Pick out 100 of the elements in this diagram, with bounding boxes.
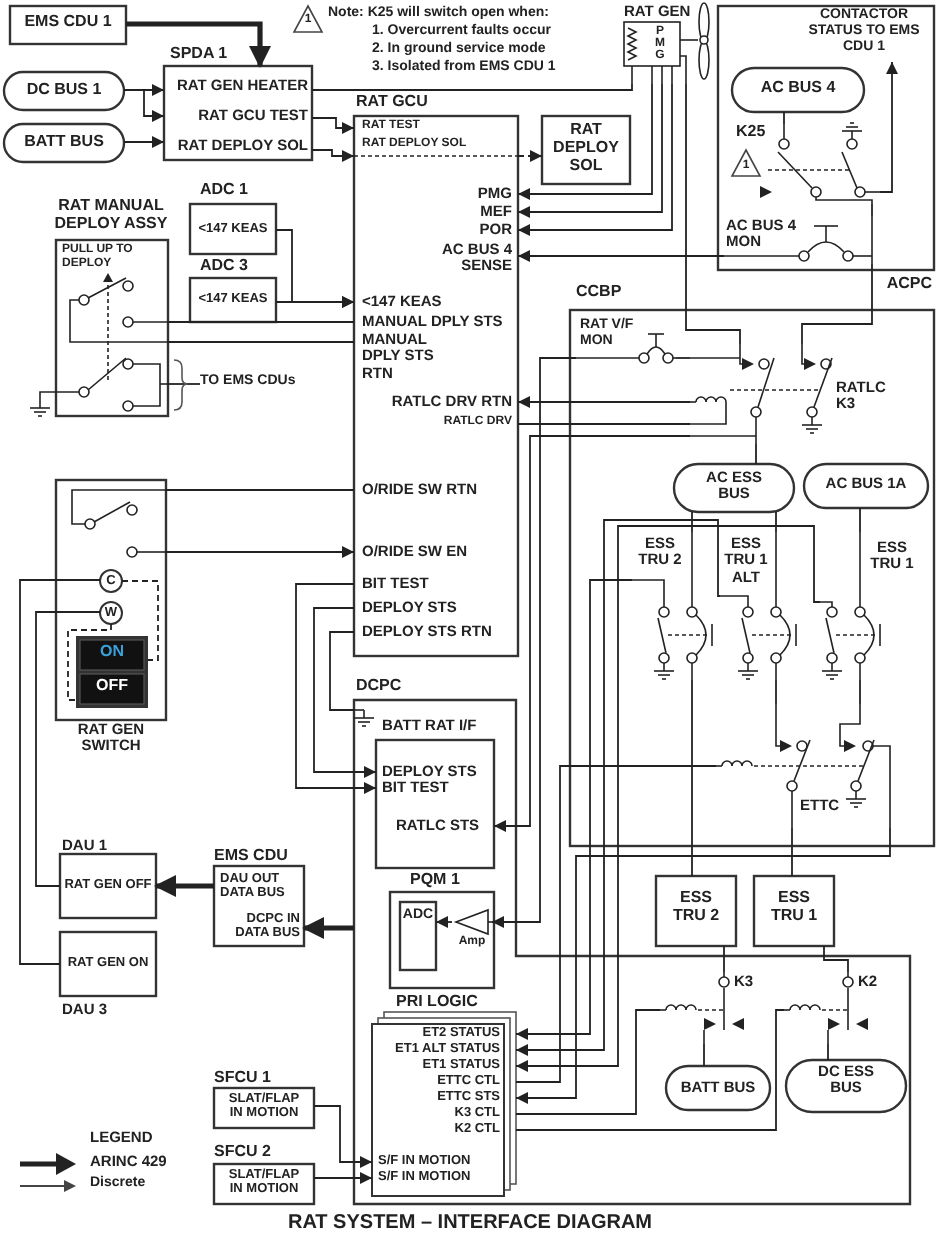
unit-title: RAT GCU xyxy=(356,94,430,112)
unit-box xyxy=(214,1070,314,1128)
wire xyxy=(775,679,777,705)
switch-panel xyxy=(56,480,166,756)
indicator-panel xyxy=(76,636,148,708)
wire xyxy=(871,203,873,217)
wire xyxy=(517,423,691,425)
signal-label: OFF xyxy=(94,678,130,696)
signal-arrow xyxy=(123,136,165,148)
diagram-title: RAT SYSTEM – INTERFACE DIAGRAM xyxy=(285,1212,655,1235)
wire xyxy=(19,579,101,965)
circuit-breaker-symbol xyxy=(820,532,920,680)
signal-arrow xyxy=(275,296,355,308)
wire xyxy=(703,1043,705,1067)
signal-arrow xyxy=(123,89,165,122)
unit-title: SPDA 1 xyxy=(170,46,230,64)
bus-label: AC BUS 4 xyxy=(758,80,838,98)
wire xyxy=(823,945,849,973)
wire xyxy=(827,1043,829,1061)
unit-title: PRI LOGIC xyxy=(396,994,480,1012)
data-bus-arrow xyxy=(126,21,271,68)
wire xyxy=(791,827,793,877)
unit-box xyxy=(754,876,834,946)
unit-box xyxy=(542,116,630,184)
signal-arrow xyxy=(165,546,355,558)
signal-arrow xyxy=(311,149,355,162)
bus-terminal xyxy=(4,124,124,162)
unit-title: CCBP xyxy=(576,284,624,302)
unit-title: EMS CDU xyxy=(214,848,290,866)
wire xyxy=(515,1009,785,1131)
bus-terminal xyxy=(786,1060,906,1112)
signal-arrow xyxy=(295,583,377,794)
unit-box xyxy=(60,932,156,1020)
unit-box xyxy=(656,876,736,946)
signal-arrow xyxy=(515,579,633,1040)
unit-box xyxy=(10,6,126,44)
wire xyxy=(755,443,757,465)
wire xyxy=(801,263,873,345)
unit-title: ACPC xyxy=(884,276,932,294)
unit-box xyxy=(190,182,276,254)
bus-terminal xyxy=(732,68,864,112)
wire xyxy=(691,679,693,877)
signal-label: ESS TRU 2 xyxy=(670,890,722,926)
signal-arrow xyxy=(517,83,663,218)
wire xyxy=(121,580,159,661)
signal-arrow xyxy=(515,519,721,1056)
unit-title: SFCU 1 xyxy=(214,1070,273,1088)
wire xyxy=(723,945,725,973)
bus-label: DC BUS 1 xyxy=(24,82,104,100)
signal-arrow xyxy=(313,607,377,778)
wire xyxy=(67,623,112,701)
signal-arrow xyxy=(515,525,821,1072)
logic-card-stack xyxy=(372,994,516,1200)
unit-box xyxy=(354,92,518,656)
wire xyxy=(311,83,633,91)
signal-arrow xyxy=(517,250,725,262)
unit-title: ADC 3 xyxy=(200,258,251,276)
signal-arrow xyxy=(517,150,543,162)
bus-label: BATT BUS xyxy=(22,134,106,152)
wire xyxy=(859,507,861,533)
signal-label: RAT DEPLOY SOL xyxy=(551,122,621,176)
unit-box xyxy=(60,838,156,918)
wire xyxy=(859,679,861,705)
signal-label: EMS CDU 1 xyxy=(22,14,114,32)
unit-box xyxy=(214,848,304,946)
wire xyxy=(167,383,201,385)
bus-terminal xyxy=(4,72,124,110)
unit-box xyxy=(390,872,494,988)
wire xyxy=(783,111,785,125)
data-bus-arrow xyxy=(302,917,354,939)
bus-terminal xyxy=(674,464,794,512)
wire xyxy=(165,489,355,491)
unit-title: RAT MANUAL DEPLOY ASSY xyxy=(54,198,168,234)
signal-arrow xyxy=(313,1172,373,1184)
wire xyxy=(675,357,691,359)
signal-arrow xyxy=(311,117,355,134)
signal-arrow xyxy=(493,435,691,832)
bus-terminal xyxy=(666,1066,770,1110)
signal-label: ESS TRU 1 xyxy=(768,890,820,926)
signal-arrow xyxy=(517,396,691,408)
unit-box xyxy=(190,258,276,322)
signal-arrow xyxy=(517,83,673,236)
signal-arrow xyxy=(435,916,453,928)
signal-arrow xyxy=(879,61,898,193)
wire xyxy=(515,1009,661,1115)
circuit-breaker-symbol xyxy=(576,316,676,368)
signal-label: ON xyxy=(98,644,126,662)
signal-arrow xyxy=(515,827,891,1104)
unit-title: PQM 1 xyxy=(410,872,462,890)
unit-box xyxy=(28,198,168,418)
wire xyxy=(775,511,777,533)
unit-box xyxy=(214,1144,314,1204)
bus-terminal xyxy=(804,464,928,508)
unit-title: SFCU 2 xyxy=(214,1144,273,1162)
wire xyxy=(515,765,717,1083)
unit-box xyxy=(400,902,436,970)
signal-arrow xyxy=(313,1105,373,1168)
wire xyxy=(35,611,101,887)
unit-title: DCPC xyxy=(356,678,404,696)
wire xyxy=(167,321,355,323)
